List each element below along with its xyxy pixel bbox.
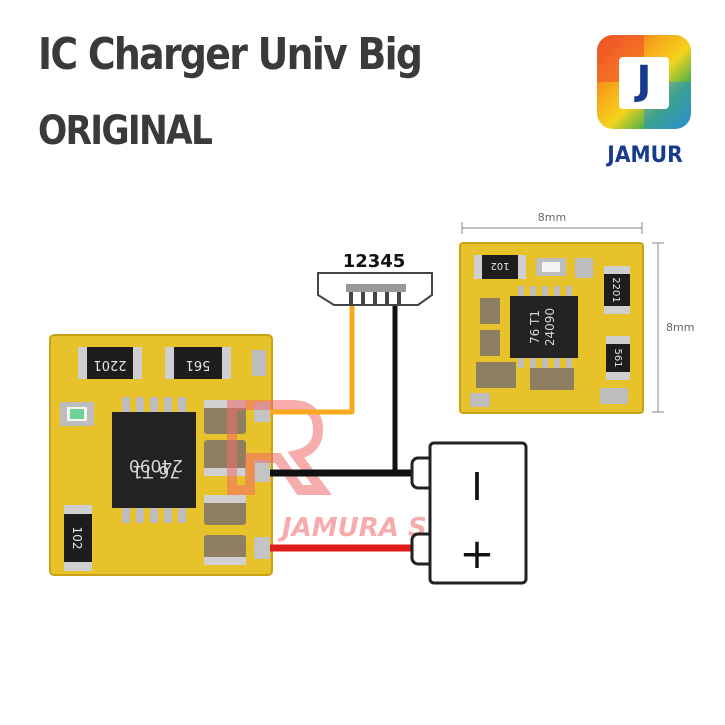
big-resistor-right-label: 561: [186, 357, 211, 372]
big-resistor-bottom-label: 102: [70, 527, 84, 550]
small-ic-chip: [510, 296, 578, 358]
big-resistor-left: [85, 347, 135, 379]
board-height-label: 8mm: [666, 321, 694, 334]
battery-body: [428, 441, 528, 585]
big-resistor-right: [172, 347, 224, 379]
page-title: IC Charger Univ Big: [38, 29, 423, 80]
small-resistor-top-label: 102: [490, 260, 509, 271]
big-chip-line1: 76 T1: [132, 461, 180, 481]
small-chip-line1: 76 T1: [528, 310, 542, 344]
board-width-label: 8mm: [538, 211, 566, 224]
connector-pins: [346, 284, 406, 292]
big-resistor-bottom: [64, 512, 92, 564]
brand-name: JAMUR: [607, 143, 683, 168]
small-resistor-right2-label: 561: [612, 348, 623, 367]
battery-minus: I: [471, 465, 482, 509]
big-resistor-left-label: 2201: [93, 357, 126, 372]
battery: I +: [410, 441, 528, 585]
logo-inner-square: [619, 57, 669, 109]
dimension-width: 8mm: [461, 211, 643, 234]
small-pcb-board: 102 76 T1 24090 2201 561: [459, 242, 644, 414]
jamur-logo: J: [597, 35, 691, 129]
big-ic-chip: [112, 412, 196, 508]
battery-plus: +: [459, 529, 494, 578]
wires: [270, 300, 418, 552]
small-chip-line2: 24090: [543, 308, 557, 346]
big-chip-line2: 24090: [129, 455, 183, 475]
dimension-height: 8mm: [652, 242, 694, 413]
connector-pin-label: 12345: [343, 251, 406, 272]
big-pcb-board: 2201 561 76 T1 24090: [49, 334, 273, 576]
wire-orange: [270, 300, 355, 415]
small-resistor-right-label: 2201: [610, 277, 621, 302]
logo-letter: J: [636, 58, 652, 105]
usb-connector: 12345: [317, 251, 433, 306]
page-subtitle: ORIGINAL: [38, 108, 213, 154]
